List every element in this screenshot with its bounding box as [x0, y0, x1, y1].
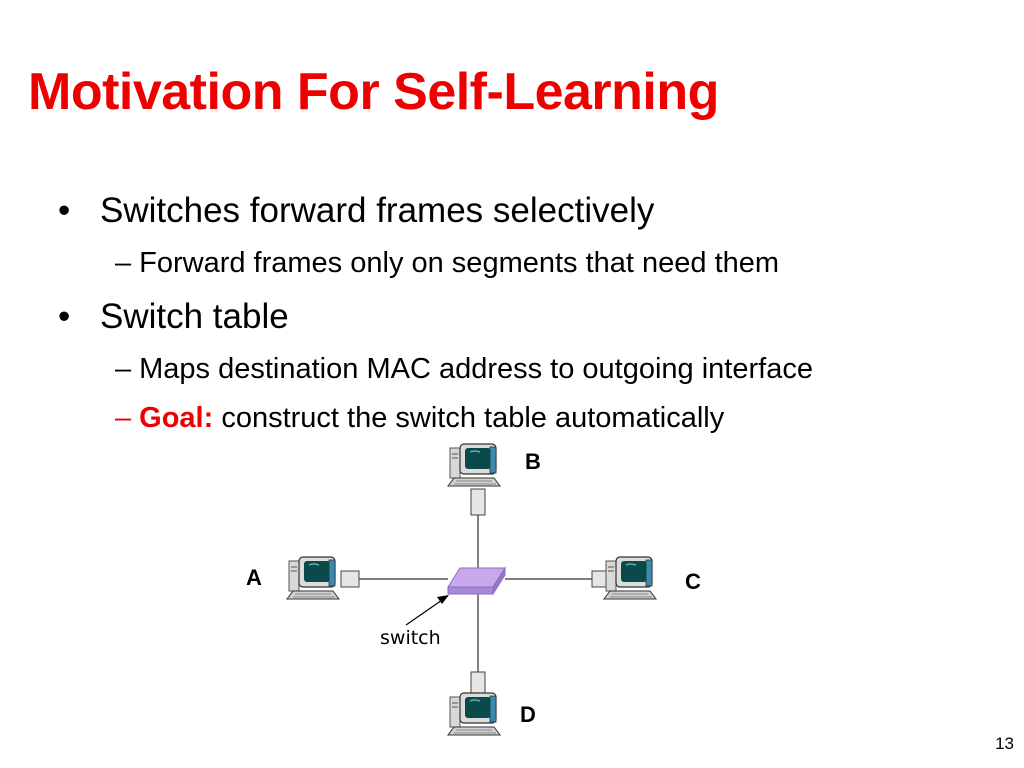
subbullet-maps-mac: –Maps destination MAC address to outgoin… — [115, 353, 813, 386]
page-number: 13 — [995, 734, 1014, 753]
bullet-text: Switch table — [100, 297, 289, 336]
switch-pointer-arrow — [405, 597, 446, 626]
bullet-switch-table: • Switch table — [58, 297, 289, 337]
goal-label: Goal: — [139, 402, 214, 434]
host-label-a: A — [246, 565, 262, 590]
host-label-b: B — [525, 449, 541, 474]
subbullet-text: Maps destination MAC address to outgoing… — [139, 353, 813, 385]
subbullet-text: construct the switch table automatically — [213, 402, 725, 434]
subbullet-text: Forward frames only on segments that nee… — [139, 247, 780, 279]
bullet-marker: • — [58, 191, 71, 230]
slide-title: Motivation For Self-Learning — [28, 63, 719, 121]
port-a — [340, 570, 360, 588]
subbullet-goal: –Goal: construct the switch table automa… — [115, 402, 724, 435]
subbullet-marker: – — [115, 247, 132, 279]
computer-icon-b — [447, 443, 501, 487]
computer-icon-a — [286, 556, 340, 600]
computer-icon-c — [603, 556, 657, 600]
switch-icon — [447, 566, 506, 596]
host-label-c: C — [685, 569, 701, 594]
bullet-marker: • — [58, 297, 71, 336]
subbullet-forward-frames: –Forward frames only on segments that ne… — [115, 247, 779, 280]
subbullet-marker: – — [115, 353, 132, 385]
port-b — [470, 488, 486, 516]
bullet-switches-forward: • Switches forward frames selectively — [58, 191, 655, 231]
switch-label: switch — [380, 627, 441, 649]
bullet-text: Switches forward frames selectively — [100, 191, 655, 230]
host-label-d: D — [520, 702, 536, 727]
arrow-head — [437, 595, 449, 604]
computer-icon-d — [447, 692, 501, 736]
subbullet-marker: – — [115, 402, 132, 434]
